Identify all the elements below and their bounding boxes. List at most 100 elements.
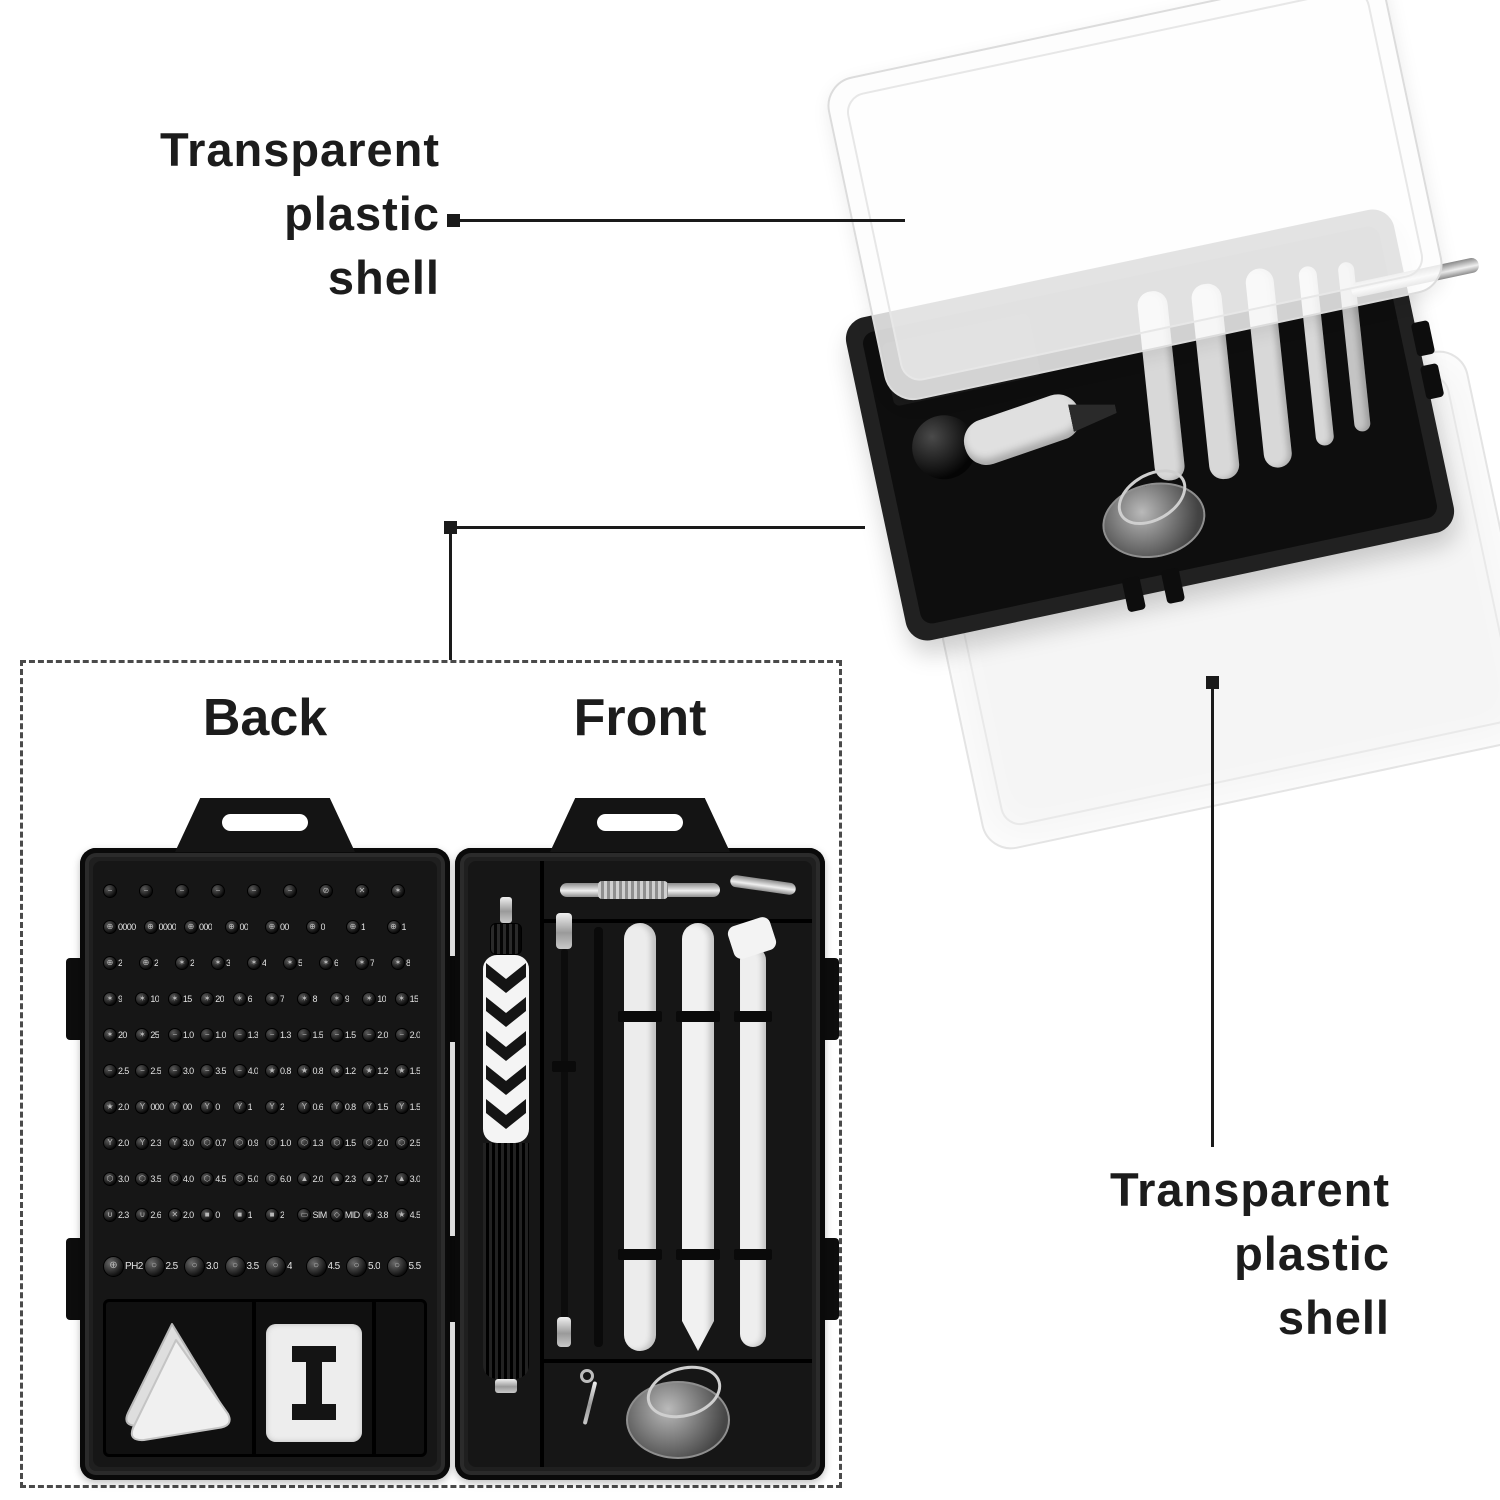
bit-glyph: Y: [139, 1102, 146, 1111]
bit-size-label: 0.7: [215, 1138, 226, 1148]
bit-size-label: 0.8: [312, 1066, 324, 1076]
extension-rod-knurl: [598, 881, 668, 899]
product-case-photo: [820, 0, 1500, 900]
bit-circle: ⬡: [329, 1136, 344, 1150]
bit-glyph: ⬡: [300, 1138, 308, 1147]
bit-glyph: Y: [398, 1102, 405, 1111]
bit-glyph: ⊕: [142, 958, 150, 967]
bit-glyph: ⬡: [171, 1174, 179, 1183]
sim-eject-pin: [582, 1381, 598, 1425]
bit-size-label: 25: [150, 1030, 160, 1040]
bit-circle: ⬡: [167, 1172, 182, 1186]
bit-size-label: MID: [344, 1210, 360, 1220]
bit: −2.5: [135, 1064, 167, 1078]
bit-glyph: ⊕: [109, 1260, 118, 1271]
bit-size-label: 3.8: [377, 1210, 388, 1220]
bit-size-label: 2.0: [118, 1102, 129, 1112]
bit-size-label: 2.0: [409, 1030, 421, 1040]
bit-glyph: ⬡: [333, 1138, 341, 1147]
bit-row: −2.5−2.5−3.0−3.5−4.0★0.8★0.8★1.2★1.2★1.5: [103, 1053, 427, 1089]
bit: −3.5: [200, 1064, 232, 1078]
front-case-inner: [468, 861, 812, 1467]
bit-size-label: 1.2: [344, 1066, 356, 1076]
bit-glyph: ■: [237, 1210, 243, 1219]
bit: ★1.2: [362, 1064, 394, 1078]
bit-size-label: 9: [118, 994, 123, 1004]
bit-size-label: 8: [312, 994, 317, 1004]
bit-glyph: −: [399, 1030, 404, 1039]
bit-glyph: ▲: [332, 1174, 341, 1183]
bit-size-label: 15: [409, 994, 419, 1004]
bit-circle: ▲: [394, 1172, 409, 1186]
annotation-line: plastic: [1234, 1227, 1390, 1280]
bit: ⊕00: [224, 920, 266, 934]
bit-size-label: 6: [334, 958, 339, 968]
bit-circle: −: [329, 1028, 344, 1042]
bit-size-label: 0: [320, 922, 325, 932]
bit-circle: Y: [232, 1100, 247, 1114]
bit-size-label: 2: [280, 1102, 285, 1112]
tool-clip: [618, 1011, 662, 1022]
bit: ⬡3.0: [103, 1172, 135, 1186]
bit-circle: ⬡: [135, 1172, 150, 1186]
bit-size-label: 4.0: [247, 1066, 259, 1076]
bit-glyph: ★: [106, 1102, 114, 1111]
bit-glyph: ⬡: [203, 1174, 211, 1183]
bit-circle: −: [265, 1028, 280, 1042]
bit-size-label: 0: [215, 1102, 220, 1112]
bit-glyph: −: [204, 1030, 210, 1039]
bit-glyph: ✶: [358, 958, 366, 967]
bit: ⊕0: [305, 920, 347, 934]
bit: ⊕00: [265, 920, 306, 934]
bit-size-label: 5: [298, 958, 303, 968]
bit-glyph: ✶: [139, 994, 146, 1003]
bit-glyph: ⊕: [106, 922, 114, 931]
bit-glyph: ○: [150, 1260, 158, 1271]
bit: −1.0: [200, 1028, 232, 1042]
bit: −: [103, 884, 139, 898]
bit: −1.5: [297, 1028, 329, 1042]
bit-size-label: 2.0: [312, 1174, 324, 1184]
back-label: Back: [202, 689, 328, 747]
bit-glyph: ■: [269, 1210, 275, 1219]
bit-glyph: −: [140, 1066, 145, 1075]
bit: ★0.8: [297, 1064, 329, 1078]
bit-glyph: ⊕: [349, 922, 357, 931]
bit-glyph: ○: [191, 1260, 198, 1271]
bit-circle: ✶: [200, 992, 215, 1006]
bit-glyph: ⊕: [106, 958, 114, 967]
bit-row: ∪2.3∪2.6✕2.0■0■1■2▭SIM◇MID★3.8★4.5: [103, 1197, 427, 1233]
annotation-line: Transparent: [1109, 1163, 1390, 1216]
bit-size-label: 0.8: [280, 1066, 291, 1076]
bit-glyph: ⬡: [398, 1138, 406, 1147]
bit: ✶10: [362, 992, 394, 1006]
compartment-divider: [372, 1302, 376, 1454]
bit: ✕2.0: [167, 1208, 200, 1222]
bit-circle: ✶: [211, 956, 225, 970]
bit-size-label: 4.0: [182, 1174, 194, 1184]
socket-row: ⊕PH2○2.5○3.0○3.5○4○4.5○5.0○5.5: [103, 1243, 427, 1289]
bit-circle: −: [394, 1028, 409, 1042]
bit-circle: ○: [386, 1255, 408, 1277]
bit-circle: ⬡: [362, 1136, 377, 1150]
bit-size-label: 3.0: [182, 1066, 194, 1076]
bit: ✶4: [247, 956, 283, 970]
bit-size-label: 0.9: [247, 1138, 259, 1148]
bit-circle: Y: [167, 1136, 182, 1150]
bit-size-label: 00: [239, 922, 249, 932]
bit-circle: Y: [394, 1100, 409, 1114]
bit-size-label: 1: [247, 1210, 253, 1220]
bit-grid: −−−−−−⊘✕✶⊕0000⊕0000⊕000⊕00⊕00⊕0⊕1⊕1⊕2⊕2✶…: [103, 873, 427, 1233]
bit-circle: ⊕: [386, 920, 401, 934]
bit-glyph: −: [172, 1030, 178, 1039]
bit-size-label: 5.0: [247, 1174, 259, 1184]
bit-glyph: Y: [236, 1102, 243, 1111]
bit: ✶3: [211, 956, 247, 970]
bit-circle: ○: [143, 1255, 165, 1277]
bit-size-label: 5.0: [368, 1260, 381, 1272]
bit: −1.5: [329, 1028, 362, 1042]
